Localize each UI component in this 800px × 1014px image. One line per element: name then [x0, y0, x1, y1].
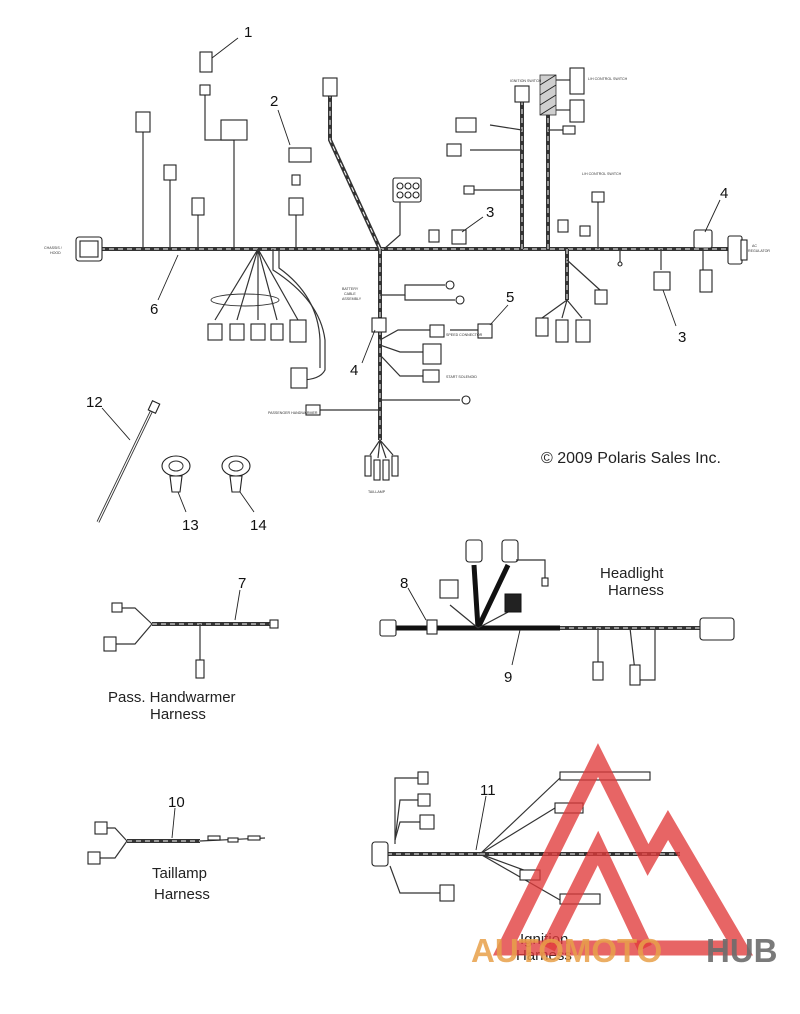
callout-4-center: 4: [350, 362, 358, 379]
callout-10: 10: [168, 794, 185, 811]
lh-control-label: L/H CONTROL SWITCH: [588, 77, 628, 81]
battery-label-1: BATTERY: [342, 287, 359, 291]
watermark-brand-part1: AUTOMOTO: [471, 932, 662, 969]
main-chassis-harness: CHASSIS / HOOD AC REGULATOR: [44, 51, 770, 494]
callout-leaders: [101, 37, 721, 513]
chassis-hood-label-1: CHASSIS /: [44, 246, 62, 250]
copyright-text: © 2009 Polaris Sales Inc.: [541, 450, 721, 467]
handwarmer-caption-line2: Harness: [150, 706, 206, 723]
lh-brake-label: L/H CONTROL SWITCH: [582, 172, 622, 176]
callout-7: 7: [238, 575, 246, 592]
handwarmer-small-label: PASSENGER HANDWARMER: [268, 411, 318, 415]
handwarmer-harness: [103, 589, 279, 679]
handwarmer-caption-line1: Pass. Handwarmer: [108, 689, 236, 706]
callout-8: 8: [400, 575, 408, 592]
automotohub-watermark: AUTOMOTO HUB: [471, 743, 778, 969]
taillamp-caption-line2: Harness: [154, 886, 210, 903]
cable-tie-and-clamps: [96, 400, 251, 523]
callout-5: 5: [506, 289, 514, 306]
taillamp-harness: [87, 807, 266, 865]
taillamp-caption-line1: Taillamp: [152, 865, 207, 882]
callout-4-right: 4: [720, 185, 728, 202]
watermark-logo-icon: [492, 743, 754, 956]
watermark-brand-part2: HUB: [706, 932, 778, 969]
headlight-caption-line1: Headlight: [600, 565, 664, 582]
ac-regulator-label-1: AC: [752, 244, 757, 248]
callout-3-center: 3: [486, 204, 494, 221]
speed-sensor-label: SPEED CONNECTOR: [446, 333, 483, 337]
battery-label-2: CABLE: [344, 292, 356, 296]
ac-regulator-label-2: REGULATOR: [748, 249, 770, 253]
callout-3-right: 3: [678, 329, 686, 346]
callout-11: 11: [480, 782, 496, 799]
ac-regulator-connector: [727, 235, 743, 265]
callout-12: 12: [86, 394, 103, 411]
callout-13: 13: [182, 517, 199, 534]
callout-1: 1: [244, 24, 252, 41]
taillamp-label: TAILLAMP: [368, 490, 386, 494]
hatched-bundle: [539, 74, 557, 116]
start-solenoid-label: START SOLENOID: [446, 375, 477, 379]
callout-2: 2: [270, 93, 278, 110]
headlight-caption-line2: Harness: [608, 582, 664, 599]
battery-label-3: ASSEMBLY: [342, 297, 362, 301]
headlight-harness: [379, 539, 735, 686]
callout-9: 9: [504, 669, 512, 686]
chassis-hood-label-2: HOOD: [50, 251, 61, 255]
ignition-switch-label: IGNITION SWITCH: [510, 79, 542, 83]
callout-6: 6: [150, 301, 158, 318]
callout-14: 14: [250, 517, 267, 534]
